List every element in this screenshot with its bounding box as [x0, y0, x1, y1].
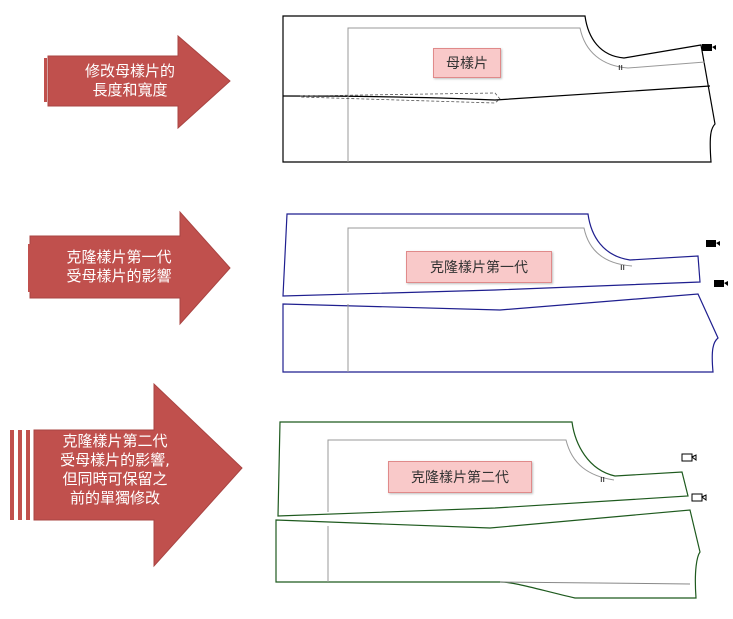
arrow-stripe [26, 430, 30, 520]
arrow-stripe [10, 430, 14, 520]
grain-icon [706, 240, 720, 247]
pattern-piece-clone-2: ıı [275, 421, 707, 599]
grain-icon [702, 44, 716, 51]
notch-mark: ıı [600, 475, 605, 485]
seam-allowance [327, 439, 615, 582]
pattern-piece-clone-1: ıı [282, 213, 728, 373]
pattern-piece-parent: ıı [282, 15, 716, 163]
dart [299, 92, 501, 104]
piece-upper-outline [282, 213, 701, 297]
waist-line [282, 85, 711, 101]
seam-allowance [347, 27, 706, 162]
grain-icon [681, 453, 697, 462]
arrow-stripe [44, 58, 47, 102]
piece-label: 克隆樣片第一代 [406, 251, 552, 283]
hem-line [499, 581, 691, 585]
arrow-text: 克隆樣片第一代 受母樣片的影響 [66, 248, 172, 285]
arrow-text: 修改母樣片的 長度和寬度 [84, 62, 175, 99]
piece-lower-outline [275, 509, 701, 599]
piece-upper-outline [277, 421, 689, 517]
piece-label: 母樣片 [433, 48, 501, 78]
grain-icon [714, 280, 728, 287]
arrow-text: 克隆樣片第二代 受母樣片的影響, 但同時可保留之 前的單獨修改 [60, 432, 170, 507]
piece-outline [282, 15, 716, 163]
piece-label: 克隆樣片第二代 [388, 461, 532, 493]
piece-lower-outline [282, 293, 719, 373]
arrow-stripe [28, 244, 31, 292]
arrow-shape [33, 382, 243, 568]
arrow-shape [47, 34, 231, 130]
notch-mark: ıı [618, 63, 623, 73]
arrow-shape [29, 210, 231, 326]
arrow-stripe [34, 244, 37, 292]
seam-allowance [347, 227, 633, 372]
arrow-stripe [18, 430, 22, 520]
grain-icon [691, 493, 707, 502]
notch-mark: ıı [620, 263, 625, 273]
